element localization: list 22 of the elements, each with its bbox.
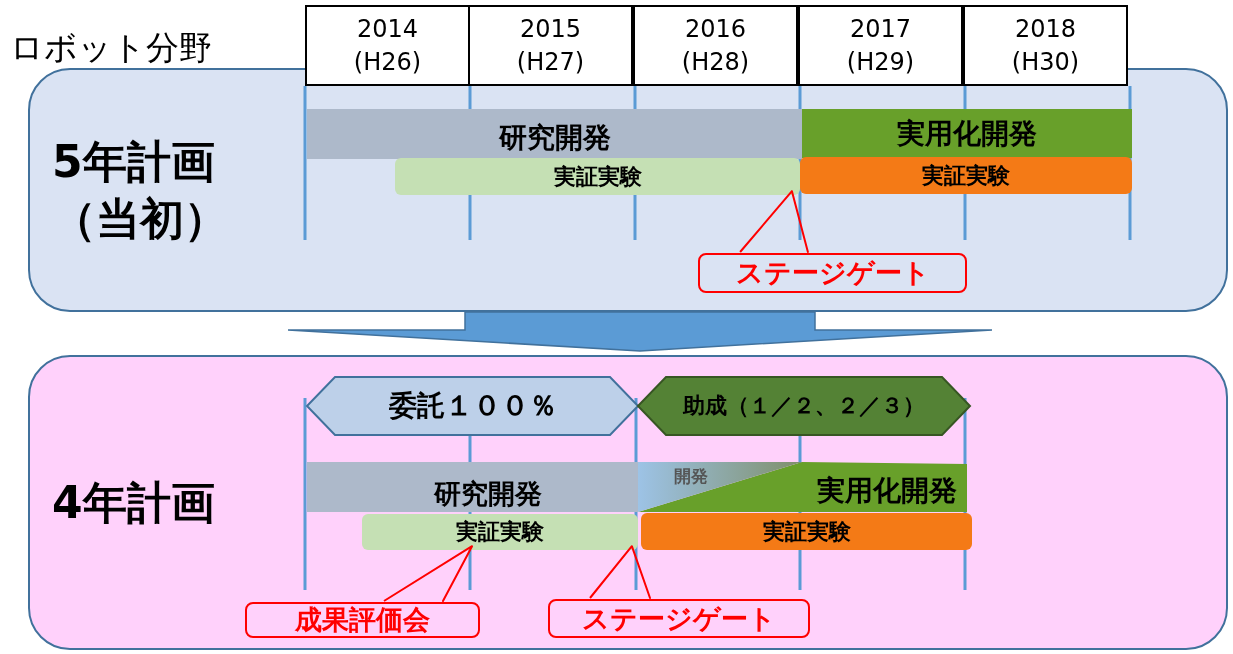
phase-bar: 実証実験 (641, 513, 972, 550)
title: ロボット分野 (10, 27, 212, 69)
year-cell: 2017 (H29) (798, 5, 963, 86)
plan-heading: 4年計画 (52, 475, 216, 530)
year-cell: 2015 (H27) (468, 5, 633, 86)
phase-bar: 実用化開発 (802, 109, 1132, 158)
funding-hexagon: 助成（１／２、２／３） (638, 376, 970, 436)
year-cell: 2016 (H28) (633, 5, 798, 86)
plan-panel (28, 355, 1228, 650)
callout-box: ステージゲート (698, 253, 967, 293)
phase-bar: 実証実験 (800, 157, 1132, 194)
year-cell: 2018 (H30) (963, 5, 1128, 86)
phase-bar: 実証実験 (362, 514, 638, 550)
callout-box: 成果評価会 (245, 602, 480, 638)
year-cell: 2014 (H26) (305, 5, 470, 86)
block-arrow (287, 311, 993, 352)
phase-bar: 実証実験 (395, 158, 800, 195)
funding-hexagon: 委託１００％ (307, 376, 638, 436)
plan-heading: 5年計画（当初） (52, 134, 229, 246)
phase-bar: 研究開発 (307, 109, 802, 159)
callout-box: ステージゲート (548, 599, 810, 638)
phase-bar: 研究開発 (307, 462, 638, 512)
